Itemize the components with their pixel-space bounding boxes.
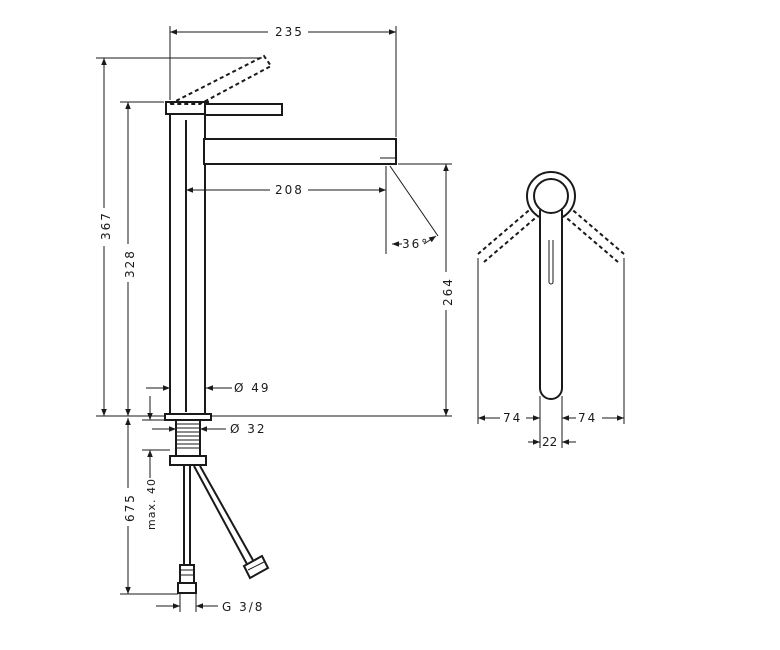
- dim-swivel-left: 74: [503, 411, 522, 425]
- dim-body-diameter: Ø 49: [234, 381, 271, 395]
- spout: [203, 138, 397, 165]
- dim-max-thickness: max. 40: [145, 478, 158, 530]
- cap-inner: [533, 178, 569, 214]
- lever-raised-outline: [169, 54, 273, 105]
- dim-overall-length: 235: [275, 25, 304, 39]
- supply-hoses: [177, 465, 270, 594]
- dim-connection: G 3/8: [222, 600, 264, 614]
- dim-spout-height: 264: [441, 277, 455, 306]
- lever-top: [539, 211, 563, 400]
- dim-spout-reach: 208: [275, 183, 304, 197]
- side-view: 235 367 328 208 36° 264 Ø 49: [96, 25, 455, 614]
- threaded-shank: [175, 419, 201, 457]
- dim-mount-length: 675: [123, 493, 137, 522]
- dim-spout-angle: 36°: [402, 237, 429, 251]
- lever-handle: [204, 103, 283, 116]
- dim-swivel-right: 74: [578, 411, 597, 425]
- faucet-body: [169, 107, 206, 417]
- top-view: 74 74 22: [477, 171, 625, 449]
- dim-handle-width: 22: [542, 435, 557, 449]
- dim-total-height: 367: [99, 211, 113, 240]
- fixing-nut: [169, 455, 207, 466]
- dim-thread-diameter: Ø 32: [230, 422, 267, 436]
- dim-body-height: 328: [123, 249, 137, 278]
